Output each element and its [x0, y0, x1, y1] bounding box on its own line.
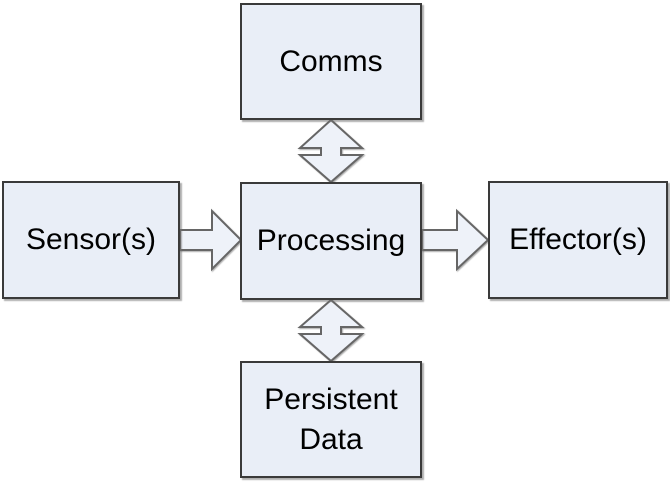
node-sensors: Sensor(s)	[2, 181, 180, 299]
node-comms-label: Comms	[279, 44, 383, 78]
node-effectors: Effector(s)	[488, 181, 668, 299]
arrow-sensors-to-processing-icon	[179, 208, 243, 272]
arrow-processing-persistent-twoway-icon	[297, 298, 365, 363]
arrow-comms-processing-twoway-icon	[297, 118, 365, 184]
node-processing-label: Processing	[256, 224, 406, 257]
node-processing: Processing	[240, 182, 422, 300]
node-sensors-label: Sensor(s)	[25, 223, 157, 256]
node-comms: Comms	[240, 3, 422, 120]
node-persistent-data: Persistent Data	[240, 361, 422, 478]
arrow-processing-to-effectors-icon	[421, 208, 490, 272]
node-effectors-label: Effector(s)	[509, 223, 647, 256]
node-persistent-data-label: Persistent Data	[264, 382, 398, 456]
